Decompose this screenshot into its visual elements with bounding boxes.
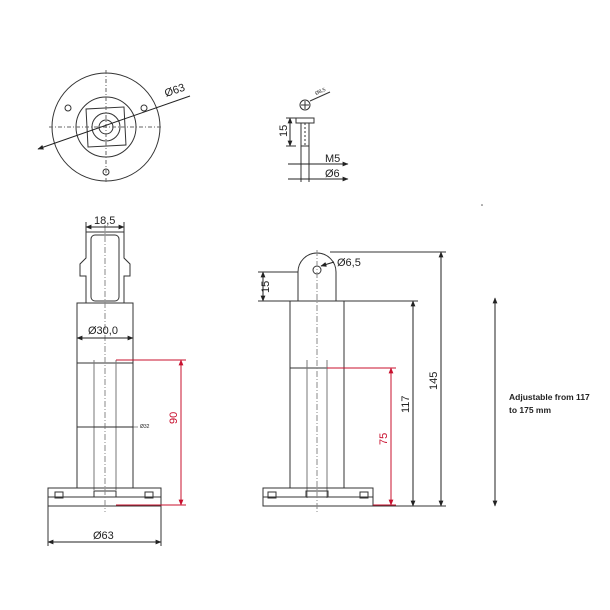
side-view-thread (306, 360, 328, 498)
adjustable-note-line1: Adjustable from 117 (509, 392, 590, 402)
front-view-thread-dimension (116, 359, 186, 506)
side-view (258, 250, 498, 512)
mount-hole (140, 104, 148, 112)
mount-hole (64, 104, 72, 112)
front-view-base-label: Ø63 (93, 530, 114, 542)
adjustable-note-line2: to 175 mm (509, 405, 552, 415)
screw-head-circle (299, 99, 311, 111)
front-view-thread (93, 360, 117, 490)
front-view (47, 222, 162, 546)
side-view-total-height-label: 145 (428, 372, 440, 390)
top-view (37, 70, 191, 184)
side-view-top-label: 15 (260, 281, 272, 293)
screw-detail (286, 91, 349, 182)
side-view-thread-dimension (327, 367, 396, 506)
front-view-width-label: 18,5 (94, 215, 115, 227)
side-view-thread-length-label: 75 (378, 433, 390, 445)
screw-thread-label: M5 (325, 153, 340, 165)
front-view-tube-label: Ø32 (140, 424, 150, 430)
diameter-leader (37, 95, 191, 150)
screw-height-label: 15 (278, 125, 290, 137)
front-view-wheel (90, 234, 120, 302)
screw-head-label: Ø8,5 (314, 87, 327, 97)
screw-shank-label: Ø6 (325, 168, 340, 180)
side-view-hole-label: Ø6,5 (337, 257, 361, 269)
side-view-body-height-label: 117 (400, 395, 412, 413)
top-view-square-socket (85, 106, 127, 148)
adjustable-note: Adjustable from 117 to 175 mm (509, 391, 609, 417)
front-view-body-label: Ø30,0 (88, 325, 118, 337)
screw-head (295, 117, 315, 124)
top-view-diameter-label: Ø63 (163, 82, 187, 100)
front-view-thread-length-label: 90 (168, 412, 180, 424)
screw-shank (300, 122, 310, 147)
